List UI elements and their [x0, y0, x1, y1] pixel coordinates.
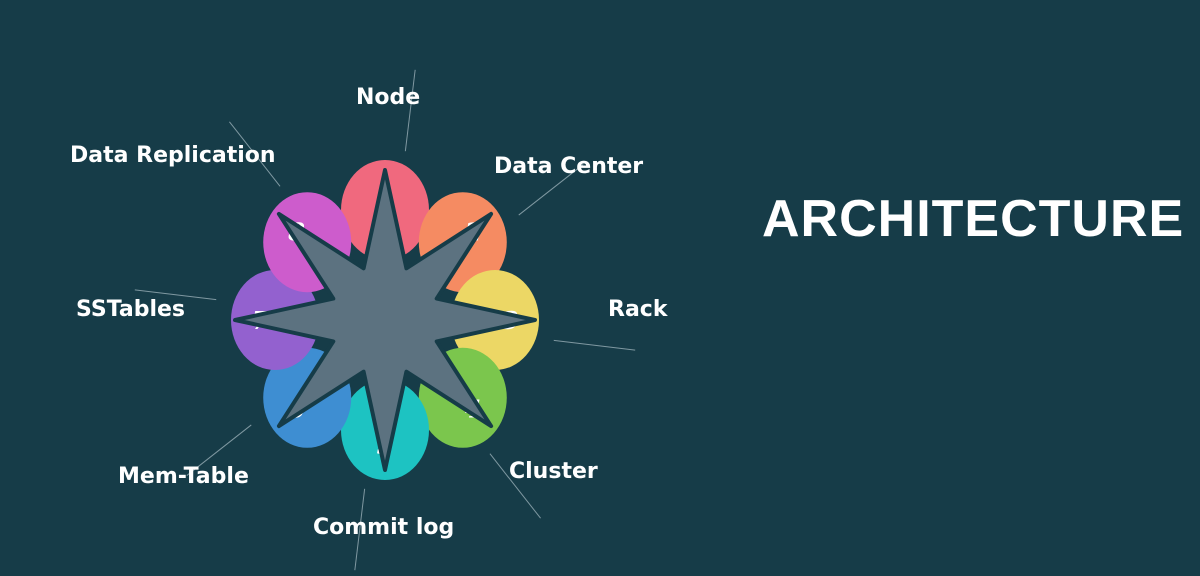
label-mem-table: Mem-Table [118, 464, 249, 489]
label-data-replication: Data Replication [70, 143, 276, 168]
connector-line [518, 164, 584, 216]
connector-lines [134, 69, 636, 571]
page-title: ARCHITECTURE [762, 190, 1185, 248]
connector-line [229, 121, 281, 187]
connector-line [404, 69, 416, 152]
center-star [233, 168, 537, 472]
label-cluster: Cluster [509, 459, 598, 484]
label-data-center: Data Center [494, 154, 644, 179]
connector-line [553, 339, 636, 351]
label-node: Node [356, 85, 421, 110]
connector-line [186, 424, 252, 476]
connector-line [489, 453, 541, 519]
label-sstables: SSTables [76, 297, 186, 322]
label-commit-log: Commit log [313, 515, 455, 540]
connector-line [134, 289, 217, 301]
label-rack: Rack [608, 297, 668, 322]
connector-line [354, 488, 366, 571]
